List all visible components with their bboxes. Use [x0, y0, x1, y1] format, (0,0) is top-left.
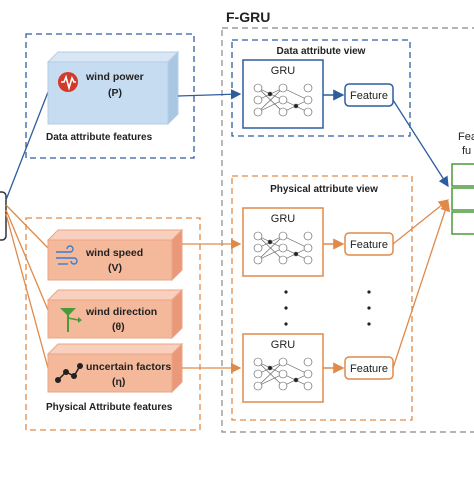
fusion-title-line1: Fea [458, 131, 474, 143]
phys-gru-1-network-icon [253, 231, 313, 265]
fusion-title-line2: fu [462, 145, 471, 157]
uncertain-factors-symbol: (η) [112, 376, 125, 388]
wind-power-symbol: (P) [108, 87, 122, 99]
data-gru-label: GRU [271, 65, 296, 77]
wind-speed-label: wind speed [85, 247, 143, 259]
data-gru-box [242, 59, 324, 129]
phys-gru-2-label: GRU [271, 339, 296, 351]
data-feature-to-fusion-arrow [392, 99, 449, 188]
phys-features-caption: Physical Attribute features [46, 402, 173, 413]
phys-gru-2-network-icon [253, 357, 313, 391]
phys-feature-1-label: Feature [350, 239, 388, 251]
uncertain-factors-icon [55, 363, 83, 383]
data-feature-box [344, 83, 394, 107]
input-to-data-line [5, 91, 49, 201]
phys-gru-2-box [242, 333, 324, 403]
data-feature-label: Feature [350, 90, 388, 102]
input-node [0, 191, 7, 241]
phys-feature-2-label: Feature [350, 363, 388, 375]
wind-direction-label: wind direction [85, 306, 157, 318]
phys-view-box [231, 175, 413, 421]
ellipsis-dots [284, 290, 371, 326]
wind-speed-symbol: (V) [108, 262, 122, 274]
data-to-view-arrow [177, 89, 242, 100]
phys-feature-to-fusion-arrows [392, 199, 451, 369]
data-gru-network-icon [253, 83, 313, 117]
data-view-title: Data attribute view [277, 46, 366, 57]
wind-direction-icon [60, 308, 82, 332]
phys-gru-1-label: GRU [271, 213, 296, 225]
fgru-container [221, 27, 474, 433]
fusion-block [451, 163, 474, 235]
data-features-caption: Data attribute features [46, 132, 153, 143]
wind-power-label: wind power [85, 71, 144, 83]
wind-direction-symbol: (θ) [112, 321, 125, 333]
phys-features-box [25, 217, 201, 431]
data-view-box [231, 39, 411, 137]
fgru-title: F-GRU [226, 9, 270, 25]
input-fanout-lines [5, 204, 49, 369]
phys-input-arrows [182, 238, 242, 374]
phys-gru-1-box [242, 207, 324, 277]
pulse-icon-line [61, 74, 76, 91]
phys-view-title: Physical attribute view [270, 184, 378, 195]
uncertain-factors-label: uncertain factors [86, 361, 171, 373]
wind-speed-icon [56, 245, 78, 265]
